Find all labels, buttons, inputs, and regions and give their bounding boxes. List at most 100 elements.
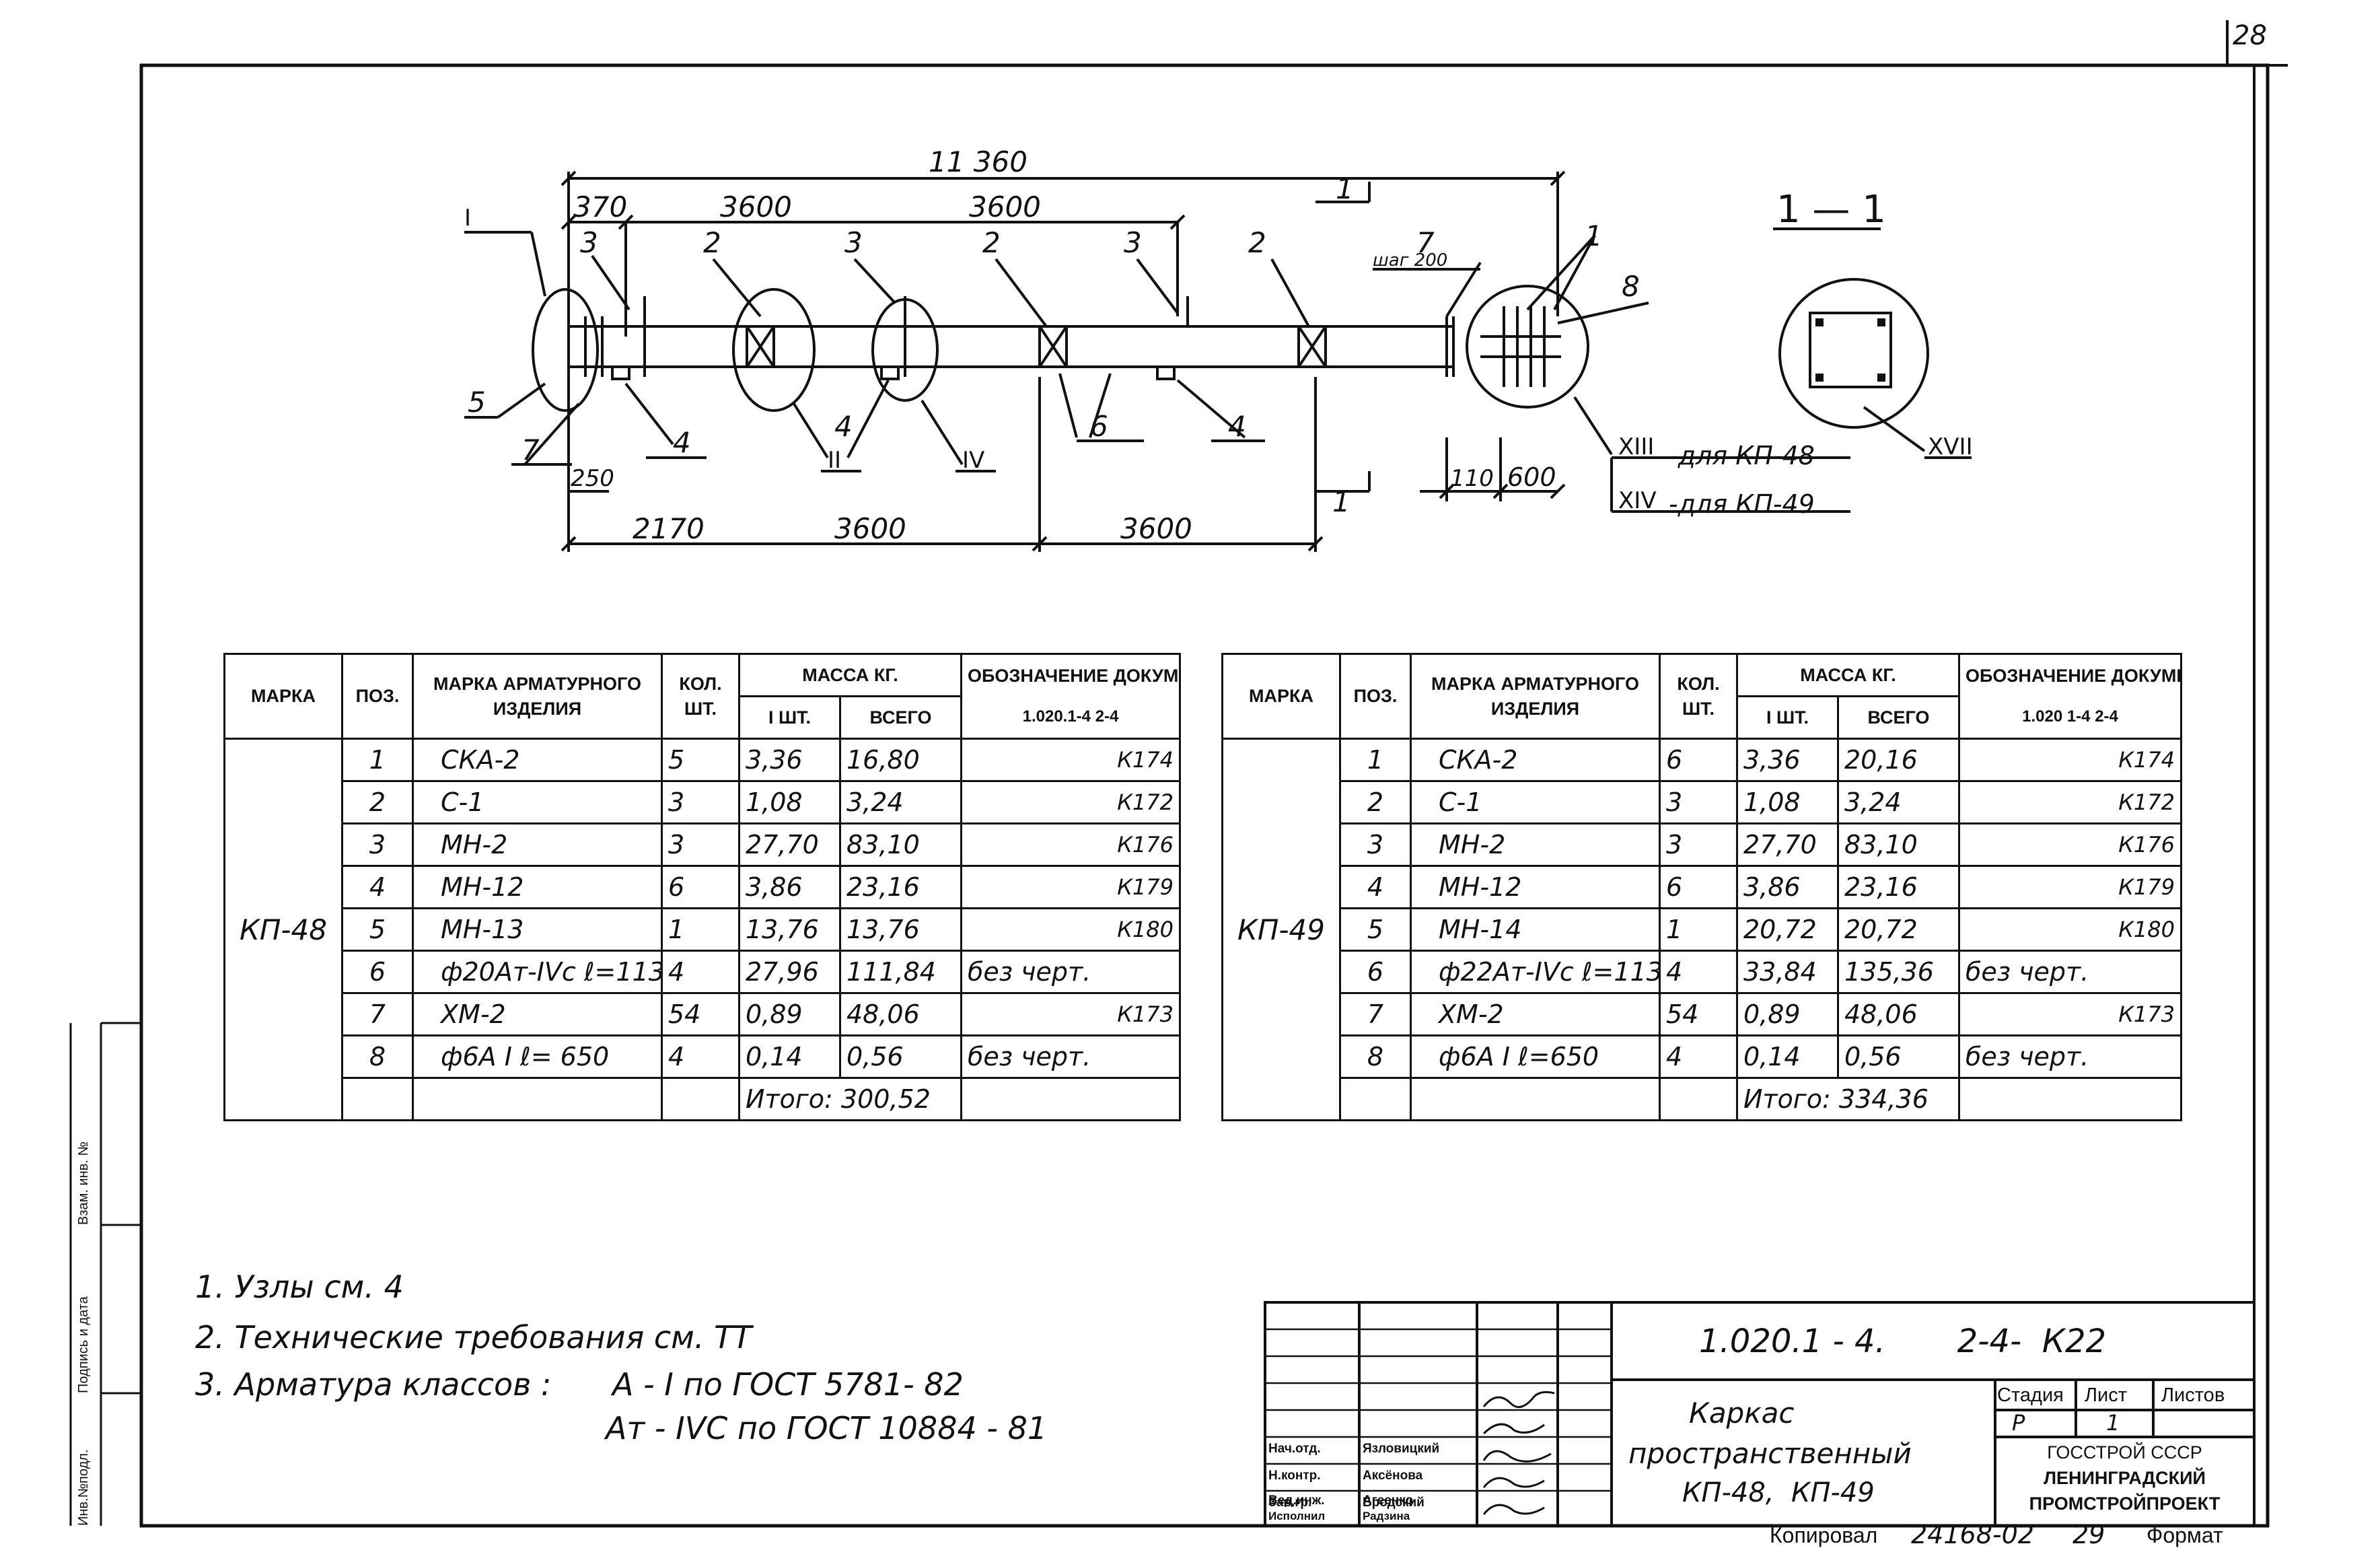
header-kol: КОЛ. ШТ.	[1659, 653, 1738, 740]
dim-600: 600	[1507, 462, 1556, 492]
cell-one: 13,76	[738, 907, 841, 952]
header-marka: МАРКА	[223, 653, 343, 740]
cell-name: СКА-2	[412, 738, 663, 782]
cell-poz: 4	[1339, 865, 1412, 909]
cell-kol: 4	[661, 950, 740, 994]
role-4: Исполнил	[1268, 1510, 1326, 1522]
pos-label: 5	[468, 386, 486, 419]
node-caption-49: -для КП-49	[1669, 489, 1815, 519]
name-4: Радзина	[1363, 1510, 1410, 1522]
role-3: Вед.инж.	[1268, 1493, 1325, 1508]
pos-label: 6	[1090, 410, 1108, 443]
cell-one: 0,89	[1736, 992, 1839, 1036]
node-label: IV	[962, 447, 984, 474]
dim-bottom-2: 3600	[834, 512, 906, 545]
cell-one: 0,14	[738, 1034, 841, 1079]
cell-all: 3,24	[839, 780, 962, 824]
total-cell: Итого: 300,52	[738, 1077, 962, 1121]
cell-name: МН-2	[1410, 822, 1661, 867]
cell-poz: 3	[341, 822, 414, 867]
cell-all: 48,06	[839, 992, 962, 1036]
role-0: Нач.отд.	[1268, 1442, 1321, 1456]
cell-kol: 54	[661, 992, 740, 1036]
header-doc-ref: 1.020.1-4 2-4	[960, 696, 1181, 740]
cell-name: ХМ-2	[1410, 992, 1661, 1036]
cell-all: 83,10	[839, 822, 962, 867]
dim-250: 250	[571, 465, 614, 492]
name-0: Язловицкий	[1363, 1442, 1440, 1456]
header-kol: КОЛ. ШТ.	[661, 653, 740, 740]
header-poz: ПОЗ.	[1339, 653, 1412, 740]
cell-one: 33,84	[1736, 950, 1839, 994]
cell-name: ф6А I ℓ= 650	[412, 1034, 663, 1079]
cell-doc: К176	[1958, 822, 2182, 867]
cell-name: МН-14	[1410, 907, 1661, 952]
cell-name: МН-12	[1410, 865, 1661, 909]
pos-label: 3	[1124, 226, 1142, 259]
header-doc-ref: 1.020 1-4 2-4	[1958, 696, 2182, 740]
header-all: ВСЕГО	[839, 695, 962, 740]
cell-one: 20,72	[1736, 907, 1839, 952]
cell-kol: 3	[1659, 780, 1738, 824]
dim-bottom-1: 2170	[633, 512, 705, 545]
node-label: XIII	[1618, 433, 1654, 460]
cell-one: 3,36	[738, 738, 841, 782]
cell-name: МН-12	[412, 865, 663, 909]
cell-doc: К173	[960, 992, 1181, 1036]
header-one: I ШТ.	[1736, 695, 1839, 740]
cell-name: МН-13	[412, 907, 663, 952]
cell-doc: К179	[1958, 865, 2182, 909]
header-all: ВСЕГО	[1837, 695, 1960, 740]
title-line-3: КП-48, КП-49	[1682, 1477, 1875, 1508]
node-label: I	[464, 205, 471, 232]
cell-poz: 6	[1339, 950, 1412, 994]
cell-one: 0,89	[738, 992, 841, 1036]
spec-table-kp49: МАРКА ПОЗ. МАРКА АРМАТУРНОГО ИЗДЕЛИЯ КОЛ…	[1221, 653, 2182, 1121]
cell-all: 23,16	[1837, 865, 1960, 909]
cell-one: 27,70	[738, 822, 841, 867]
cell-kol: 1	[1659, 907, 1738, 952]
cell-name: С-1	[1410, 780, 1661, 824]
dim-top-1: 370	[573, 190, 627, 223]
cell-all: 20,72	[1837, 907, 1960, 952]
cell-name: С-1	[412, 780, 663, 824]
pos-label: 7	[1416, 226, 1435, 259]
note-3: 3. Арматура классов :	[195, 1366, 552, 1403]
cell-doc: без черт.	[960, 1034, 1181, 1079]
mark-cell: КП-48	[223, 738, 343, 1121]
cell-doc: К180	[1958, 907, 2182, 952]
pos-label: 2	[982, 226, 1001, 259]
note-2: 2. Технические требования см. ТТ	[195, 1319, 752, 1356]
cell-all: 135,36	[1837, 950, 1960, 994]
cell-poz: 7	[1339, 992, 1412, 1036]
header-poz: ПОЗ.	[341, 653, 414, 740]
cell-name: ХМ-2	[412, 992, 663, 1036]
sheet-label: Лист	[2085, 1384, 2128, 1406]
cell-kol: 4	[661, 1034, 740, 1079]
cell-one: 3,86	[1736, 865, 1839, 909]
note-1: 1. Узлы см. 4	[195, 1269, 404, 1305]
cell-kol: 6	[1659, 865, 1738, 909]
footer-sheet: 29	[2072, 1520, 2105, 1548]
cell-doc: К173	[1958, 992, 2182, 1036]
pos-label: 4	[834, 410, 853, 443]
cell-kol: 3	[661, 822, 740, 867]
cell-one: 1,08	[738, 780, 841, 824]
note-3a: А - I по ГОСТ 5781- 82	[612, 1366, 964, 1403]
stage-value: Р	[2012, 1410, 2025, 1436]
cell-all: 20,16	[1837, 738, 1960, 782]
cell-one: 27,70	[1736, 822, 1839, 867]
cell-doc: К176	[960, 822, 1181, 867]
cell-doc: К172	[960, 780, 1181, 824]
section-title: 1 — 1	[1776, 188, 1886, 232]
